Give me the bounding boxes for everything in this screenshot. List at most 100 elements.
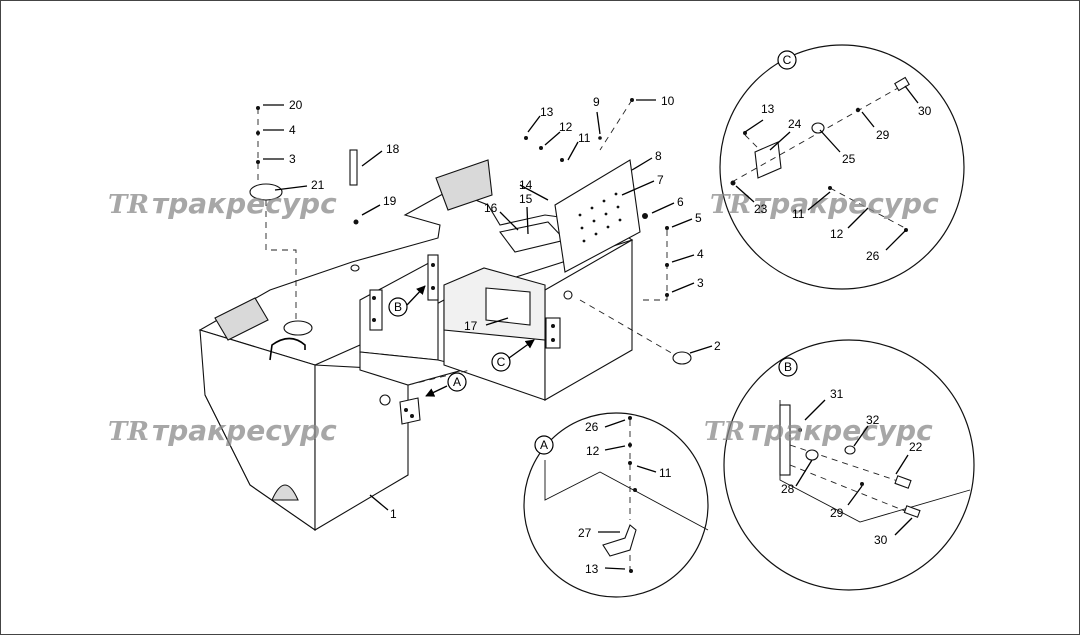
svg-text:C: C: [783, 53, 792, 67]
callout-3-upper: 3: [289, 152, 296, 166]
watermark: TR тракресурс: [108, 414, 337, 447]
detail-c-label: C: [777, 50, 797, 70]
watermark-text: тракресурс: [152, 187, 337, 220]
callout-a-27: 27: [578, 526, 592, 540]
c-assembly-line-2: [744, 134, 906, 229]
callout-c-12: 12: [830, 227, 844, 241]
callout-6: 6: [677, 195, 684, 209]
callout-7: 7: [657, 173, 664, 187]
callout-b-32: 32: [866, 413, 880, 427]
pin: [349, 149, 358, 186]
top-rear-box: [435, 159, 493, 211]
callout-4-upper: 4: [289, 123, 296, 137]
watermarks: TR тракресурс TR тракресурс TR тракресур…: [108, 187, 939, 447]
callout-16: 16: [484, 201, 498, 215]
left-tank-side: [314, 364, 409, 531]
b-plate: [779, 404, 791, 476]
a-tank-edge: [544, 460, 709, 531]
detail-view-c: [719, 44, 965, 290]
b-washer-32: [844, 445, 856, 455]
svg-text:B: B: [784, 360, 792, 374]
svg-text:B: B: [394, 300, 402, 314]
callout-a-13: 13: [585, 562, 599, 576]
bracket-a: [399, 397, 421, 425]
callout-c-26: 26: [866, 249, 880, 263]
callout-b-31: 31: [830, 387, 844, 401]
base-floor: [359, 351, 473, 386]
svg-text:C: C: [497, 355, 506, 369]
detail-b-label: B: [778, 357, 798, 377]
callout-c-24: 24: [788, 117, 802, 131]
detail-a-label: A: [534, 435, 554, 455]
svg-text:A: A: [540, 438, 548, 452]
callout-a-12: 12: [586, 444, 600, 458]
callout-3: 3: [697, 276, 704, 290]
cover-vent-holes: [578, 192, 622, 243]
callout-12: 12: [559, 120, 573, 134]
b-washer-28: [805, 449, 819, 461]
watermark-logo: TR: [710, 190, 751, 220]
callout-5: 5: [695, 211, 702, 225]
callout-a-11: 11: [659, 466, 672, 480]
b-bolt-22: [894, 475, 912, 489]
access-arch: [271, 484, 299, 501]
watermark: TR тракресурс: [710, 187, 939, 220]
callout-1: 1: [390, 507, 397, 521]
callout-labels-main: 1 2 3 4 5 6 7 8 9 10 11 12 13 14 15 16 1…: [289, 94, 721, 521]
watermark-logo: TR: [108, 190, 149, 220]
detail-view-a: [523, 412, 709, 598]
callout-c-25: 25: [842, 152, 856, 166]
bracket-c: [545, 317, 561, 349]
view-ref-a: A: [447, 372, 467, 392]
callout-b-28: 28: [781, 482, 795, 496]
watermark-logo: TR: [704, 417, 745, 447]
main-hardware: [256, 98, 669, 418]
right-port: [563, 290, 573, 300]
assembly-line-3: [640, 230, 668, 301]
side-port: [379, 394, 391, 406]
callout-2: 2: [714, 339, 721, 353]
view-bubbles: C A B A B C: [388, 50, 798, 455]
svg-text:A: A: [453, 375, 461, 389]
callout-18: 18: [386, 142, 400, 156]
b-assembly-line: [789, 444, 916, 516]
callout-labels-detail-b: 31 32 22 28 29 30: [781, 387, 923, 547]
watermark-text: тракресурс: [152, 414, 337, 447]
callout-21: 21: [311, 178, 325, 192]
watermark-text: тракресурс: [754, 187, 939, 220]
bracket-b1: [369, 289, 383, 331]
watermark: TR тракресурс: [108, 187, 337, 220]
callout-15: 15: [519, 192, 533, 206]
view-ref-c: C: [491, 352, 511, 372]
callout-14: 14: [519, 178, 533, 192]
watermark-text: тракресурс: [748, 414, 933, 447]
leader-lines: [263, 85, 919, 570]
callout-c-23: 23: [754, 202, 768, 216]
a-hardware: [628, 416, 637, 573]
callout-labels-detail-a: 26 12 11 27 13: [578, 420, 672, 576]
callout-13: 13: [540, 105, 554, 119]
callout-c-29: 29: [876, 128, 890, 142]
left-tank-slope: [204, 394, 316, 531]
callout-8: 8: [655, 149, 662, 163]
callout-10: 10: [661, 94, 675, 108]
watermark-logo: TR: [108, 417, 149, 447]
callout-b-30: 30: [874, 533, 888, 547]
upper-filler-hole: [350, 264, 360, 272]
strap: [485, 287, 531, 326]
watermark: TR тракресурс: [704, 414, 933, 447]
b-bolt-30: [903, 505, 921, 518]
tank-handle: [269, 337, 306, 361]
assembly-line-2: [579, 299, 676, 356]
view-ref-b: B: [388, 297, 408, 317]
callout-c-30: 30: [918, 104, 932, 118]
callout-c-11: 11: [792, 207, 805, 221]
callout-b-22: 22: [909, 440, 923, 454]
callout-9: 9: [593, 95, 600, 109]
left-front-box: [214, 297, 269, 341]
b-hardware: [798, 428, 864, 486]
filler-hole: [283, 320, 313, 336]
right-tank-side: [544, 239, 633, 401]
detail-view-b: [723, 339, 975, 591]
